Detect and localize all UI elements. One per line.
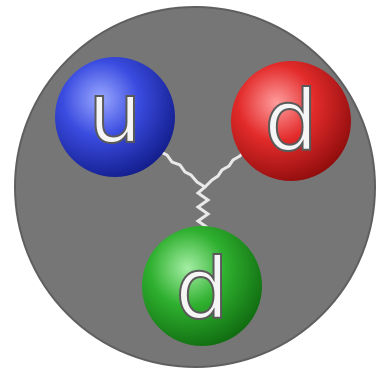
down-quark-green-label: d <box>175 240 228 338</box>
down-quark-green: d <box>142 226 262 346</box>
up-quark-label: u <box>88 64 141 162</box>
down-quark-red-label: d <box>264 72 317 170</box>
down-quark-red: d <box>231 61 351 181</box>
up-quark: u <box>55 57 175 177</box>
